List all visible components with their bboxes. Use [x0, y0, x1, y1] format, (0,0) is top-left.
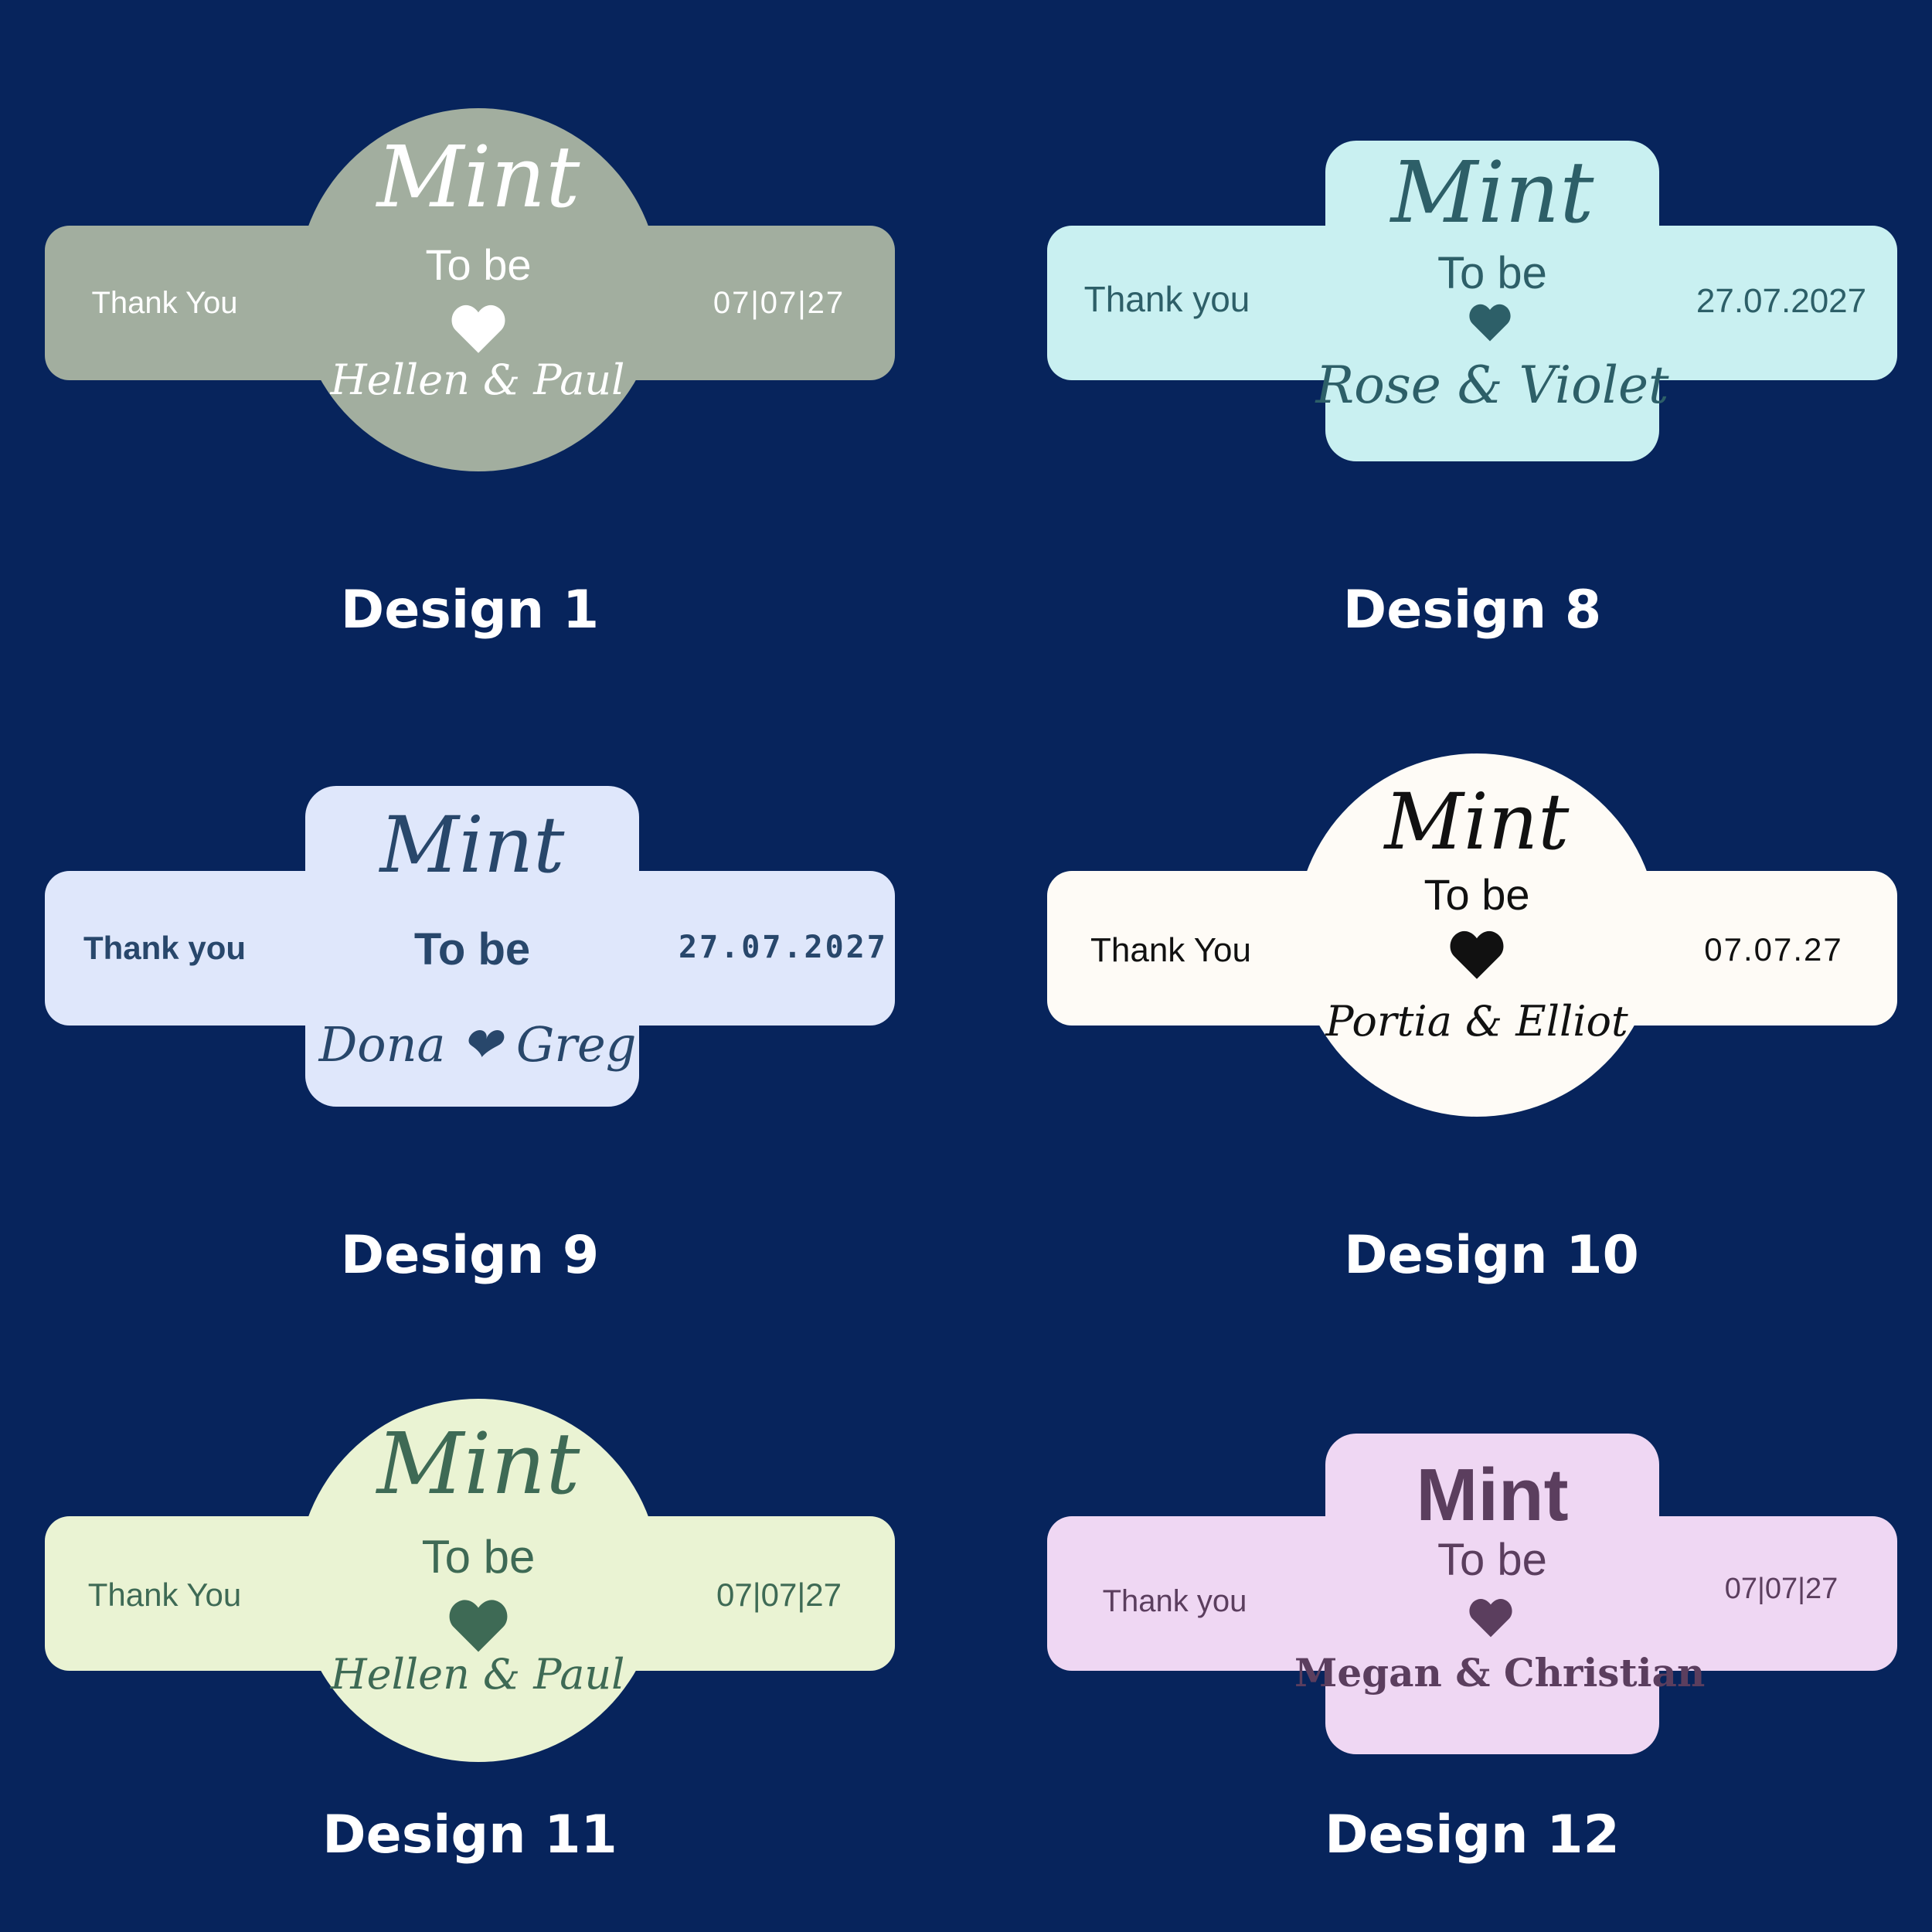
label-center-panel — [1325, 141, 1659, 461]
date-text: 07|07|27 — [1724, 1573, 1838, 1605]
heart-icon — [449, 1600, 508, 1652]
couple-names-text: Portia & Elliot — [1325, 997, 1628, 1046]
to-be-text: To be — [1437, 248, 1547, 298]
label-center-panel — [1325, 1434, 1659, 1754]
label-center-circle — [297, 1399, 660, 1762]
mint-text: Mint — [1416, 1454, 1569, 1536]
thank-you-text: Thank You — [91, 286, 238, 320]
mint-text: Mint — [1384, 777, 1570, 867]
thank-you-text: Thank you — [1102, 1584, 1247, 1618]
thank-you-text: Thank you — [83, 930, 247, 966]
mint-text: Mint — [379, 800, 565, 890]
heart-icon — [1450, 930, 1504, 979]
design-caption: Design 8 — [1342, 580, 1602, 641]
couple-names-text: Rose & Violet — [1315, 355, 1669, 415]
design-caption: Design 12 — [1325, 1804, 1620, 1866]
design-caption: Design 10 — [1344, 1225, 1639, 1286]
date-text: 07|07|27 — [716, 1577, 842, 1613]
date-text: 07.07.27 — [1704, 931, 1843, 968]
date-text: 27.07.2027 — [1696, 282, 1867, 320]
mint-text: Mint — [376, 1414, 580, 1513]
design-caption: Design 11 — [322, 1804, 617, 1866]
date-text: 07|07|27 — [713, 286, 845, 320]
label-center-panel — [305, 786, 639, 1107]
couple-names-text: Megan & Christian — [1294, 1650, 1706, 1696]
couple-names-text: Dona ❤ Greg — [318, 1016, 637, 1073]
to-be-text: To be — [1437, 1535, 1547, 1585]
thank-you-text: Thank You — [87, 1577, 242, 1613]
couple-names-text: Hellen & Paul — [330, 1650, 625, 1699]
design-caption: Design 1 — [340, 580, 600, 641]
to-be-text: To be — [1423, 870, 1530, 919]
thank-you-text: Thank you — [1083, 279, 1250, 319]
mint-text: Mint — [376, 128, 580, 226]
heart-icon — [451, 304, 505, 353]
to-be-text: To be — [421, 1531, 536, 1583]
heart-icon — [1469, 1598, 1512, 1638]
couple-names-text: Hellen & Paul — [330, 355, 625, 404]
to-be-text: To be — [413, 924, 531, 975]
design-caption: Design 9 — [340, 1225, 600, 1286]
label-center-circle — [1295, 753, 1658, 1117]
mint-text: Mint — [1390, 143, 1594, 242]
to-be-text: To be — [425, 240, 532, 289]
label-center-circle — [297, 108, 660, 471]
thank-you-text: Thank You — [1090, 931, 1251, 969]
heart-icon — [1469, 304, 1511, 342]
date-text: 27.07.2027 — [679, 930, 888, 965]
